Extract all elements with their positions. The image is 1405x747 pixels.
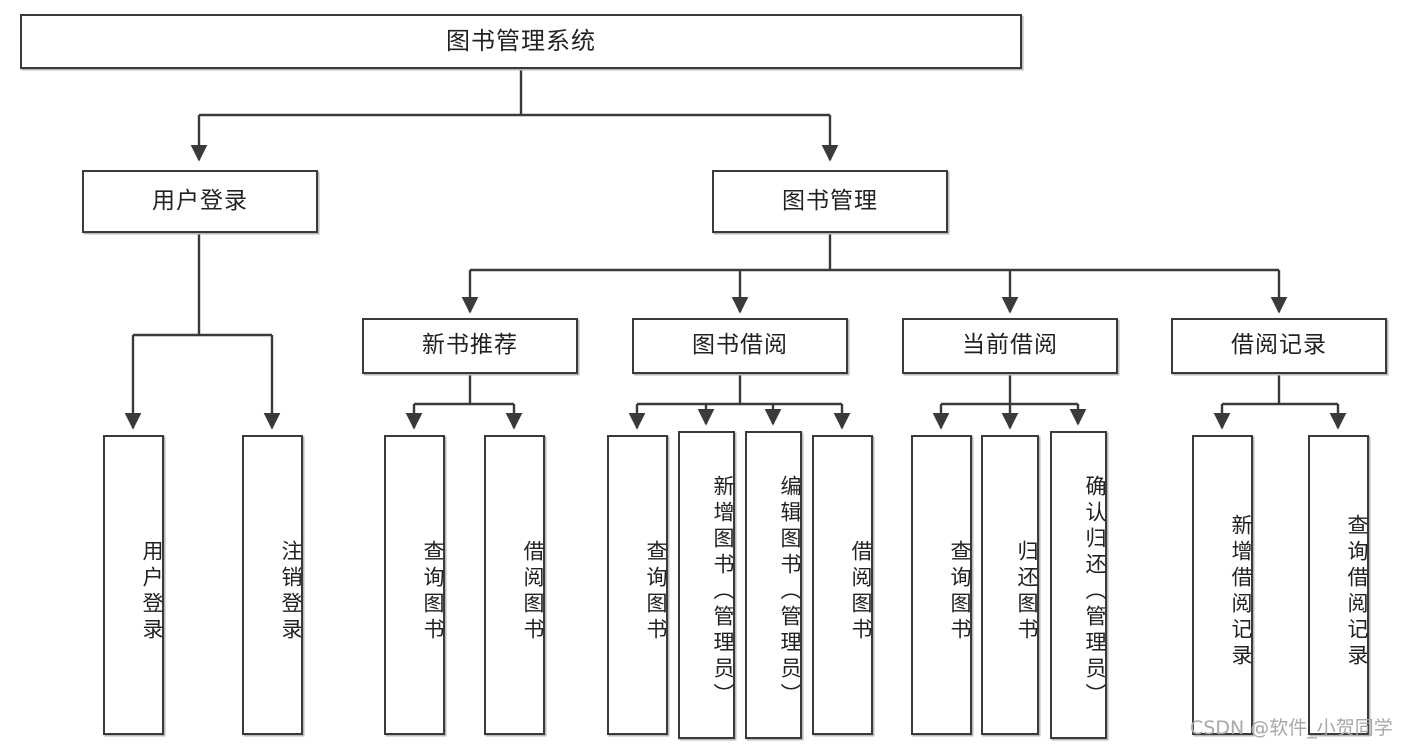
leaf-logout-login[interactable]: 注销登录 [242, 435, 303, 735]
leaf-query-book-borrow[interactable]: 查询图书 [607, 435, 668, 735]
leaf-add-book-admin[interactable]: 新增图书（管理员） [678, 431, 735, 739]
node-borrow-record[interactable]: 借阅记录 [1171, 318, 1387, 374]
node-label: 用户登录 [152, 187, 248, 214]
node-label: 归还图书 [1015, 540, 1039, 644]
node-label: 图书管理 [782, 187, 878, 214]
node-new-book-recommend[interactable]: 新书推荐 [362, 318, 578, 374]
node-label: 查询图书 [948, 540, 972, 644]
watermark-text: CSDN @软件_小贺同学 [1190, 717, 1393, 739]
leaf-edit-book-admin[interactable]: 编辑图书（管理员） [745, 431, 802, 739]
node-label: 查询借阅记录 [1345, 514, 1369, 670]
node-book-borrow[interactable]: 图书借阅 [632, 318, 848, 374]
node-label: 查询图书 [421, 540, 445, 644]
node-label: 借阅记录 [1231, 332, 1327, 359]
leaf-borrow-book[interactable]: 借阅图书 [812, 435, 873, 735]
leaf-return-book[interactable]: 归还图书 [981, 435, 1039, 735]
node-label: 查询图书 [644, 540, 668, 644]
node-label: 图书管理系统 [446, 27, 596, 56]
leaf-query-book-recommend[interactable]: 查询图书 [384, 435, 445, 735]
node-label: 借阅图书 [849, 540, 873, 644]
node-root-book-management-system[interactable]: 图书管理系统 [20, 14, 1022, 69]
leaf-borrow-book-recommend[interactable]: 借阅图书 [484, 435, 545, 735]
node-current-borrow[interactable]: 当前借阅 [902, 318, 1118, 374]
node-user-login[interactable]: 用户登录 [82, 170, 318, 233]
node-label: 新书推荐 [422, 332, 518, 359]
node-label: 新增图书（管理员） [711, 475, 735, 709]
node-label: 确认归还（管理员） [1083, 475, 1107, 709]
leaf-query-book-current[interactable]: 查询图书 [911, 435, 972, 735]
node-label: 当前借阅 [962, 332, 1058, 359]
leaf-add-borrow-record[interactable]: 新增借阅记录 [1192, 435, 1253, 735]
leaf-confirm-return-admin[interactable]: 确认归还（管理员） [1050, 431, 1107, 739]
leaf-query-borrow-record[interactable]: 查询借阅记录 [1308, 435, 1369, 735]
node-label: 图书借阅 [692, 332, 788, 359]
leaf-user-login[interactable]: 用户登录 [103, 435, 164, 735]
node-book-management[interactable]: 图书管理 [712, 170, 948, 233]
node-label: 用户登录 [140, 540, 164, 644]
node-label: 编辑图书（管理员） [778, 475, 802, 709]
node-label: 借阅图书 [521, 540, 545, 644]
node-label: 新增借阅记录 [1229, 514, 1253, 670]
node-label: 注销登录 [279, 540, 303, 644]
